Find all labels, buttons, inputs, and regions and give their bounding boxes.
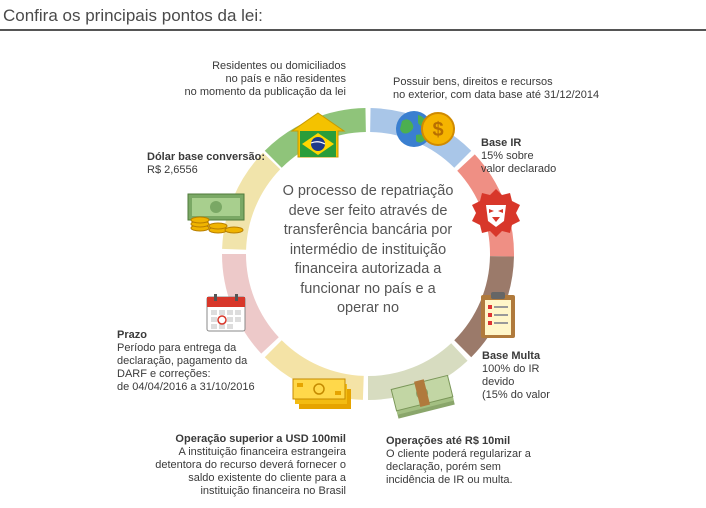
brazil-house-icon — [290, 112, 346, 158]
label-line: A instituição financeira estrangeira — [178, 446, 346, 458]
clipboard-icon — [481, 292, 515, 338]
ring-segment-dolar — [222, 152, 281, 250]
header-divider — [0, 29, 706, 31]
label-title: Dólar base conversão: — [147, 151, 265, 163]
label-line: Residentes ou domiciliados — [212, 60, 346, 72]
money-stack-icon — [390, 374, 455, 419]
label-line: Possuir bens, direitos e recursos — [393, 76, 553, 88]
label-line: valor declarado — [481, 163, 557, 175]
cash-bills-icon — [292, 378, 351, 409]
label-line: no momento da publicação da lei — [184, 86, 346, 98]
label-line: declaração, pagamento da — [117, 355, 248, 367]
label-line: O cliente poderá regularizar a — [386, 448, 531, 460]
label-dolar: Dólar base conversão: R$ 2,6556 — [147, 151, 287, 177]
label-line: Período para entrega da — [117, 342, 237, 354]
label-line: de 04/04/2016 a 31/10/2016 — [117, 381, 255, 393]
label-line: 100% do IR — [482, 363, 540, 375]
label-prazo: Prazo Período para entrega da declaração… — [117, 329, 277, 394]
center-text: O processo de repatriação deve ser feito… — [282, 183, 454, 316]
dollar-coins-icon — [187, 193, 245, 234]
label-line: DARF e correções: — [117, 368, 211, 380]
svg-text:$: $ — [432, 119, 443, 141]
ring-segment-prazo — [222, 254, 279, 354]
ring-segment-operacoes-10mil — [368, 343, 468, 400]
label-line: saldo existente do cliente para a — [188, 472, 346, 484]
label-title: Base Multa — [482, 350, 541, 362]
label-residentes: Residentes ou domiciliados no país e não… — [150, 60, 346, 99]
label-line: declaração, porém sem — [386, 461, 501, 473]
label-line: no exterior, com data base até 31/12/201… — [393, 89, 600, 101]
label-title: Base IR — [481, 137, 522, 149]
label-title: Operações até R$ 10mil — [386, 435, 511, 447]
label-line: R$ 2,6556 — [147, 164, 198, 176]
label-line: 15% sobre — [481, 150, 534, 162]
label-operacao-100mil: Operação superior a USD 100mil A institu… — [150, 433, 346, 498]
calendar-icon — [206, 294, 246, 332]
label-base-multa: Base Multa 100% do IR devido (15% do val… — [482, 350, 592, 402]
label-bens: Possuir bens, direitos e recursos no ext… — [393, 76, 633, 102]
label-line: no país e não residentes — [225, 73, 346, 85]
globe-coin-icon: $ — [396, 111, 455, 147]
label-title: Prazo — [117, 329, 147, 341]
label-title: Operação superior a USD 100mil — [175, 433, 346, 445]
label-line: incidência de IR ou multa. — [386, 474, 513, 486]
label-line: instituição financeira no Brasil — [200, 485, 346, 497]
label-operacoes-10mil: Operações até R$ 10mil O cliente poderá … — [386, 435, 586, 487]
label-line: detentora do recurso deverá fornecer o — [155, 459, 346, 471]
label-line: (15% do valor — [482, 389, 550, 401]
page-title: Confira os principais pontos da lei: — [3, 6, 263, 25]
header: Confira os principais pontos da lei: — [0, 0, 706, 32]
label-base-ir: Base IR 15% sobre valor declarado — [481, 137, 601, 176]
lion-icon — [472, 189, 520, 237]
label-line: devido — [482, 376, 515, 388]
